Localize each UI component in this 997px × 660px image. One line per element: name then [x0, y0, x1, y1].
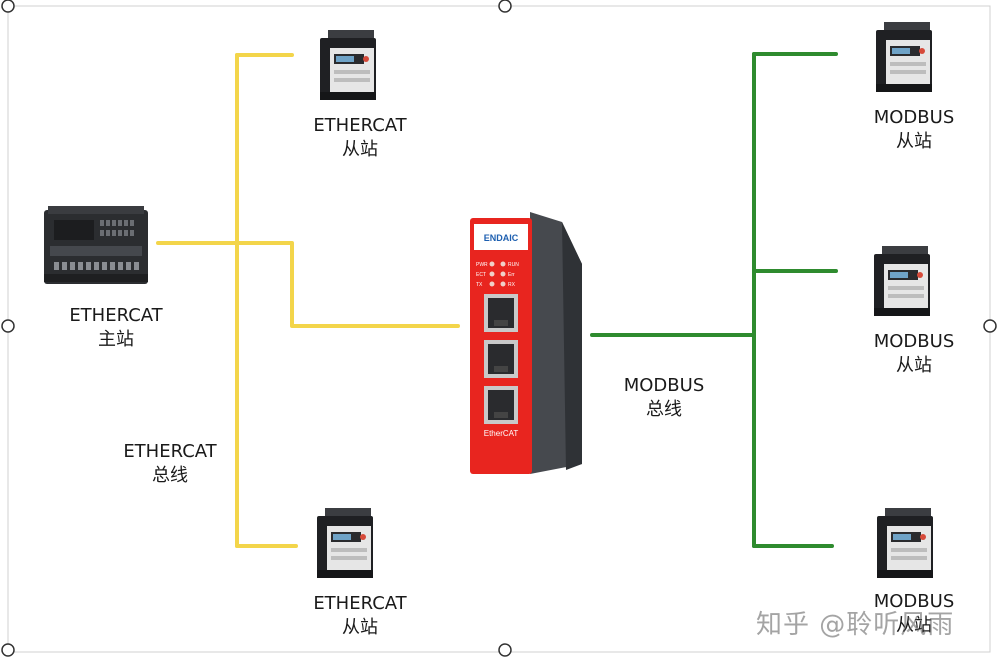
led-label-ect: ECT	[476, 272, 486, 278]
modbus-slave-3-icon	[877, 508, 933, 578]
rj45-port-2	[484, 340, 518, 378]
led-err	[500, 271, 506, 277]
led-tx	[489, 281, 495, 287]
ethercat-slave-bottom-icon	[317, 508, 373, 578]
led-ect	[489, 271, 495, 277]
plc-master-icon	[44, 206, 148, 284]
gateway-device: ENDAIC PWR ECT TX RUN Err RX	[470, 212, 582, 474]
modbus-slave-2-icon	[874, 246, 930, 316]
ethercat-bus-master-link	[156, 241, 460, 328]
led-run	[500, 261, 506, 267]
handle-middle-right[interactable]	[983, 319, 997, 333]
gateway-brand-text: ENDAIC	[484, 233, 519, 243]
led-rx	[500, 281, 506, 287]
handle-bottom-middle[interactable]	[498, 643, 512, 657]
handle-bottom-left[interactable]	[1, 643, 15, 657]
rj45-port-1	[484, 294, 518, 332]
handle-middle-left[interactable]	[1, 319, 15, 333]
watermark-text: 知乎 @聆听风雨	[756, 610, 955, 640]
handle-top-middle[interactable]	[498, 0, 512, 13]
rj45-port-3	[484, 386, 518, 424]
led-label-pwr: PWR	[476, 262, 488, 268]
modbus-bus-lines	[590, 52, 838, 548]
handle-top-left[interactable]	[1, 0, 15, 13]
gateway-bottom-label: EtherCAT	[484, 429, 519, 438]
ethercat-bus-lines	[156, 53, 460, 548]
led-label-run: RUN	[508, 262, 519, 268]
led-label-tx: TX	[476, 282, 483, 288]
ethercat-slave-top-icon	[320, 30, 376, 100]
led-label-rx: RX	[508, 282, 516, 288]
modbus-slave-1-icon	[876, 22, 932, 92]
led-pwr	[489, 261, 495, 267]
led-label-err: Err	[508, 272, 515, 278]
